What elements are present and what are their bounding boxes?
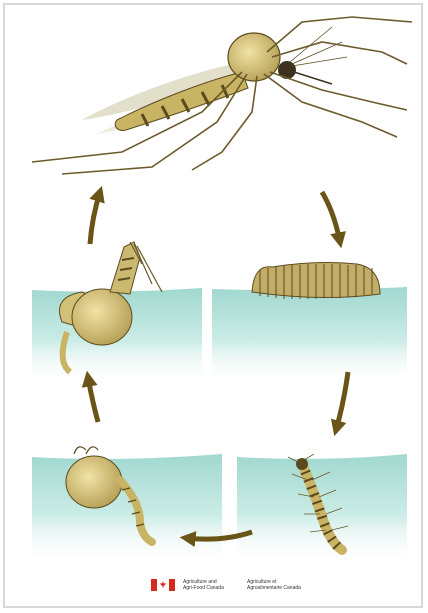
department-en-line2: Agri-Food Canada [183, 585, 239, 591]
mosquito-antennae [290, 27, 347, 66]
department-name-fr: Agriculture et Agroalimentaire Canada [247, 579, 303, 591]
pupa-body [66, 456, 122, 508]
department-fr-line2: Agroalimentaire Canada [247, 585, 303, 591]
figure-frame: Agriculture and Agri-Food Canada Agricul… [3, 3, 423, 608]
pupa-case [72, 289, 132, 345]
emerging-adult-stage [32, 242, 202, 384]
larva-stage [237, 454, 407, 565]
water-surface [32, 454, 222, 565]
life-cycle-diagram [5, 5, 425, 610]
egg-raft-stage [212, 263, 407, 385]
canada-flag-icon [151, 579, 175, 591]
arrow-adult-to-eggs [322, 192, 340, 242]
larva-head [296, 458, 308, 470]
arrow-emerging-to-adult [90, 192, 100, 244]
adult-mosquito [32, 17, 412, 174]
department-name-en: Agriculture and Agri-Food Canada [183, 579, 239, 591]
agency-footer: Agriculture and Agri-Food Canada Agricul… [151, 577, 311, 593]
emerging-adult-body [110, 242, 140, 294]
pupa-stage [32, 447, 222, 565]
water-surface [212, 287, 407, 385]
pupa-breathing-trumpets [74, 447, 98, 454]
